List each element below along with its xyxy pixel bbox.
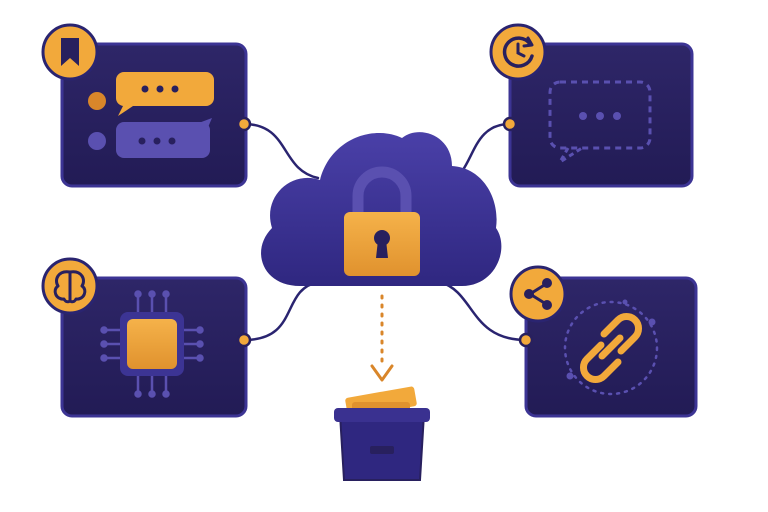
brain-icon — [41, 257, 99, 315]
share-icon — [509, 265, 567, 323]
processor-chip-icon — [120, 312, 184, 376]
clock-history-icon — [489, 23, 547, 81]
trash-bin-icon — [334, 386, 430, 481]
connector-node — [236, 116, 252, 132]
chat-bubble-purple — [116, 118, 212, 158]
connector-bottom-right — [438, 280, 528, 342]
connector-node — [236, 332, 252, 348]
dashed-chat-bubble — [548, 80, 652, 164]
cloud — [261, 132, 502, 286]
avatar-dot — [88, 92, 106, 110]
connector-top-left — [242, 122, 320, 180]
chat-bubble-orange — [116, 72, 214, 116]
dotted-orbit — [563, 300, 659, 396]
down-arrow — [370, 294, 394, 382]
panel-share — [518, 276, 698, 418]
panel-saved-chats — [60, 42, 252, 188]
panel-ai — [60, 276, 252, 418]
padlock-icon — [344, 166, 420, 276]
connector-node — [502, 116, 518, 132]
chip-pins — [100, 290, 204, 398]
bookmark-icon — [41, 23, 99, 81]
panel-history — [502, 42, 694, 188]
connector-node — [518, 332, 534, 348]
avatar-dot — [88, 132, 106, 150]
chain-link-icon — [580, 313, 642, 383]
connector-bottom-left — [242, 280, 320, 342]
